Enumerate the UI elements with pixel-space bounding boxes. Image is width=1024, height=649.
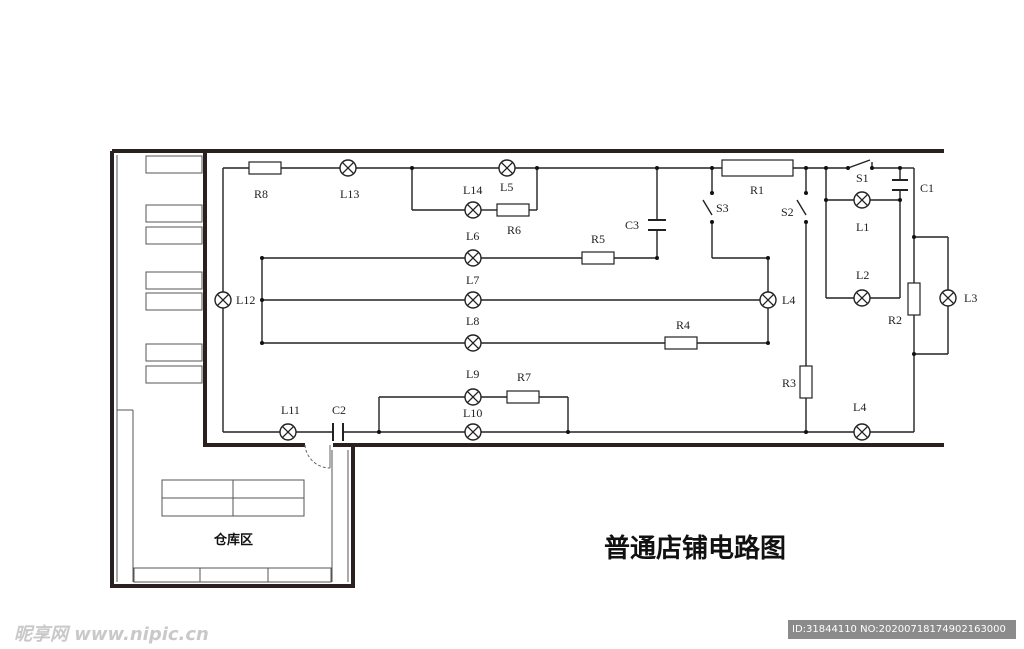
lamp-L3	[939, 289, 957, 307]
door-arc	[304, 444, 331, 469]
shelf	[145, 155, 203, 174]
bottom-shelf	[133, 567, 332, 583]
lamp-L4-right	[759, 291, 777, 309]
warehouse-label: 仓库区	[213, 532, 253, 548]
inner-wall	[203, 151, 305, 447]
lamp-L9	[464, 388, 482, 406]
junction-dots	[260, 166, 916, 434]
resistor-R1	[721, 159, 794, 177]
component-labels: R8 L13 L14 L5 R6 C3 R1 S1 C1 S3 S2 L1 L2…	[236, 171, 977, 420]
resistor-R2	[907, 282, 921, 316]
lamp-L10	[464, 423, 482, 441]
lamp-L7	[464, 291, 482, 309]
label-L13: L13	[340, 187, 359, 201]
label-S3: S3	[716, 201, 729, 215]
lamp-L11	[279, 423, 297, 441]
resistor-R6	[496, 203, 530, 217]
label-R3: R3	[782, 376, 796, 390]
label-C2: C2	[332, 403, 346, 417]
shelf	[145, 204, 203, 223]
label-L11: L11	[281, 403, 300, 417]
label-L8: L8	[466, 314, 479, 328]
resistor-R8	[248, 161, 282, 175]
lamps	[214, 159, 957, 441]
label-L10: L10	[463, 406, 482, 420]
resistor-R4	[664, 336, 698, 350]
shelf	[145, 292, 203, 311]
resistor-R7	[506, 390, 540, 404]
label-L1: L1	[856, 220, 869, 234]
label-L9: L9	[466, 367, 479, 381]
lamp-L2	[853, 289, 871, 307]
label-L7: L7	[466, 273, 479, 287]
lamp-L4-bottom	[853, 423, 871, 441]
label-L2: L2	[856, 268, 869, 282]
label-L6: L6	[466, 229, 479, 243]
label-S2: S2	[781, 205, 794, 219]
diagram-title: 普通店铺电路图	[604, 533, 786, 564]
lamp-L6	[464, 249, 482, 267]
label-L4-bottom: L4	[853, 400, 866, 414]
label-L14: L14	[463, 183, 482, 197]
label-L3: L3	[964, 291, 977, 305]
label-R6: R6	[507, 223, 521, 237]
watermark-left: 昵享网 www.nipic.cn	[14, 624, 209, 645]
capacitor-C1	[892, 179, 908, 191]
shelf	[145, 226, 203, 245]
label-R1: R1	[750, 183, 764, 197]
label-S1: S1	[856, 171, 869, 185]
label-C1: C1	[920, 181, 934, 195]
lamp-L1	[853, 191, 871, 209]
resistor-R3	[799, 365, 813, 399]
label-R7: R7	[517, 370, 531, 384]
lamp-L5	[498, 159, 516, 177]
watermark-right: ID:31844110 NO:20200718174902163000	[788, 620, 1016, 639]
lamp-L8	[464, 334, 482, 352]
lamp-L14	[464, 201, 482, 219]
shelf	[145, 271, 203, 290]
shelf	[145, 343, 203, 362]
label-L5: L5	[500, 180, 513, 194]
label-C3: C3	[625, 218, 639, 232]
label-L4-right: L4	[782, 293, 795, 307]
resistors	[248, 159, 921, 404]
capacitor-C3	[648, 219, 666, 231]
resistor-R5	[581, 251, 615, 265]
lamp-L13	[339, 159, 357, 177]
label-R5: R5	[591, 232, 605, 246]
label-R2: R2	[888, 313, 902, 327]
lamp-L12	[214, 291, 232, 309]
outer-wall-bottom	[110, 151, 944, 588]
capacitor-C2	[332, 423, 344, 441]
shelf	[145, 365, 203, 384]
label-L12: L12	[236, 293, 255, 307]
label-R8: R8	[254, 187, 268, 201]
wiring	[222, 159, 949, 433]
label-R4: R4	[676, 318, 690, 332]
floor-plan	[110, 149, 944, 588]
capacitors	[332, 179, 908, 441]
